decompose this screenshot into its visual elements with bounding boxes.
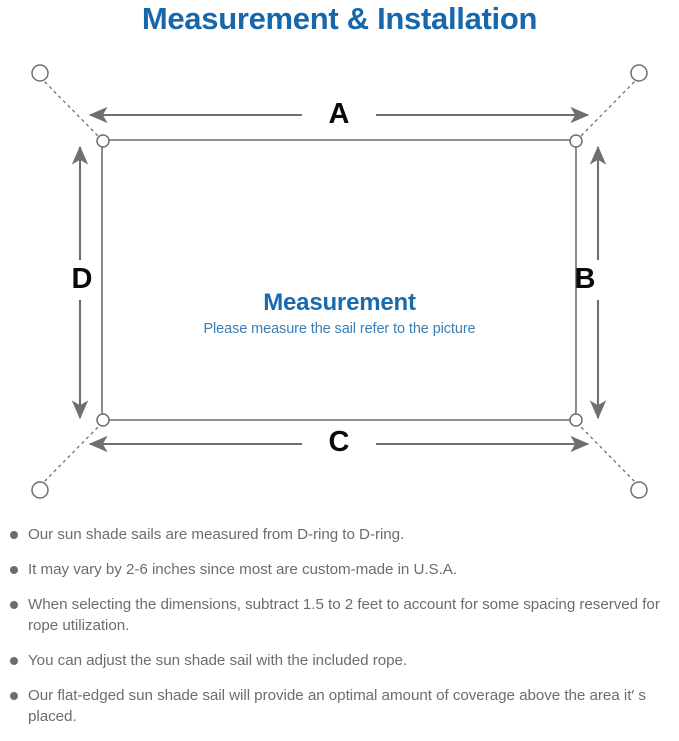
dimension-label-d: D <box>71 263 93 295</box>
note-text: Our flat-edged sun shade sail will provi… <box>28 687 646 725</box>
d-ring-top-right <box>569 134 583 148</box>
note-text: When selecting the dimensions, subtract … <box>28 596 660 634</box>
dimension-arrows <box>71 106 607 453</box>
note-text: It may vary by 2-6 inches since most are… <box>28 561 458 578</box>
bullet-icon <box>10 531 18 539</box>
anchor-top-right <box>630 64 648 82</box>
d-rings <box>96 134 583 427</box>
anchor-bottom-left <box>31 481 49 499</box>
dimension-label-c: C <box>328 426 350 458</box>
rope-bottom-left <box>39 425 100 487</box>
notes-list: Our sun shade sails are measured from D-… <box>0 524 679 741</box>
shade-sail-body <box>101 139 577 421</box>
rope-bottom-right <box>579 425 640 487</box>
d-ring-bottom-left <box>96 413 110 427</box>
anchor-bottom-right <box>630 481 648 499</box>
diagram-svg <box>31 64 648 499</box>
anchor-points <box>31 64 648 499</box>
list-item: Our sun shade sails are measured from D-… <box>0 524 679 545</box>
d-ring-top-left <box>96 134 110 148</box>
note-text: Our sun shade sails are measured from D-… <box>28 526 405 543</box>
d-ring-bottom-right <box>569 413 583 427</box>
bullet-icon <box>10 657 18 665</box>
note-text: You can adjust the sun shade sail with t… <box>28 652 408 669</box>
anchor-top-left <box>31 64 49 82</box>
bullet-icon <box>10 566 18 574</box>
rope-top-left <box>39 76 100 138</box>
dimension-label-a: A <box>328 98 350 130</box>
rope-lines <box>39 76 640 487</box>
bullet-icon <box>10 692 18 700</box>
page-title: Measurement & Installation <box>141 1 538 36</box>
list-item: When selecting the dimensions, subtract … <box>0 594 679 636</box>
list-item: Our flat-edged sun shade sail will provi… <box>0 685 679 727</box>
rope-top-right <box>579 76 640 138</box>
list-item: You can adjust the sun shade sail with t… <box>0 650 679 671</box>
list-item: It may vary by 2-6 inches since most are… <box>0 559 679 580</box>
bullet-icon <box>10 601 18 609</box>
dimension-label-b: B <box>574 263 596 295</box>
